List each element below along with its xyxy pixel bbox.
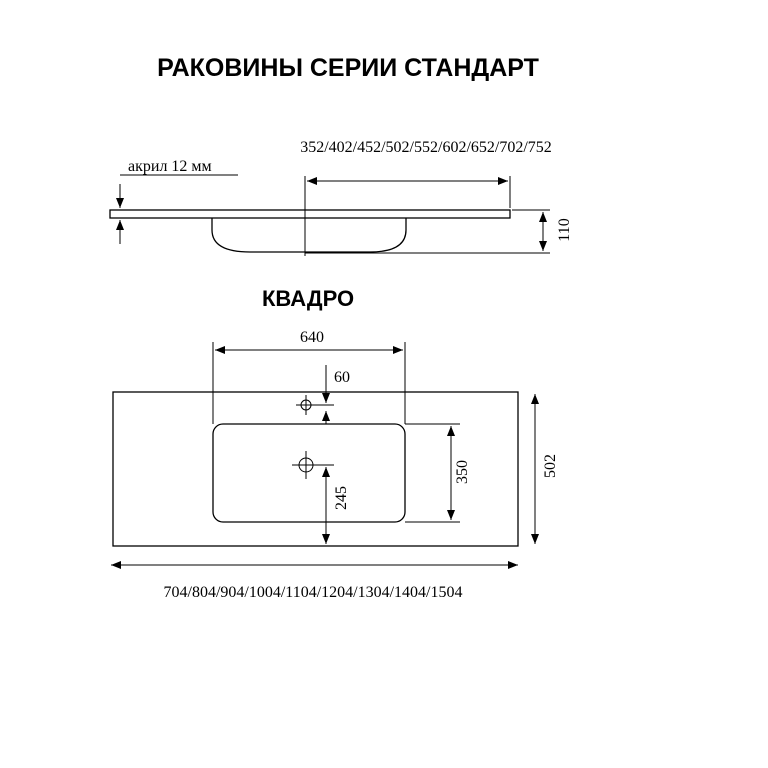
- total-width-label: 704/804/904/1004/1104/1204/1304/1404/150…: [164, 584, 463, 601]
- top-view: 640 60 245 350 502 704/804/904/1004/11: [111, 329, 559, 601]
- model-name: КВАДРО: [262, 286, 354, 311]
- bowl-depth-label: 350: [454, 460, 471, 484]
- bowl-outline: [212, 423, 406, 523]
- bowl-width-label: 640: [300, 329, 324, 346]
- side-view: 352/402/452/502/552/602/652/702/752 акри…: [109, 139, 573, 256]
- side-width-label: 352/402/452/502/552/602/652/702/752: [300, 139, 552, 156]
- countertop-slab: [109, 209, 511, 219]
- side-height-label: 110: [556, 218, 573, 241]
- thickness-label: акрил 12 мм: [128, 158, 212, 175]
- total-depth-label: 502: [542, 454, 559, 478]
- drain-offset-label: 245: [333, 486, 350, 510]
- page-title: РАКОВИНЫ СЕРИИ СТАНДАРТ: [157, 54, 539, 82]
- tap-offset-label: 60: [334, 369, 350, 386]
- bowl-profile: [211, 218, 407, 253]
- countertop-outline: [112, 391, 519, 547]
